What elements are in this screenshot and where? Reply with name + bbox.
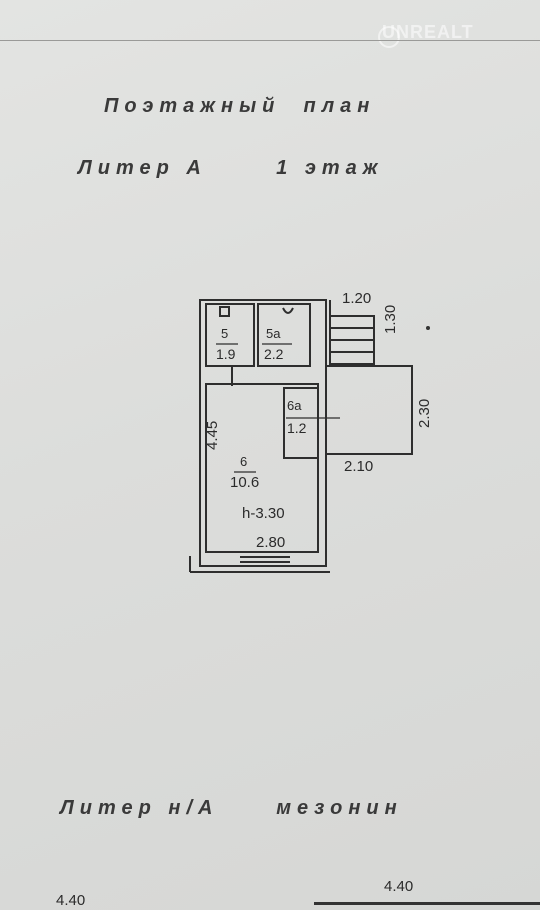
room-6a-number: 6а [287, 398, 302, 413]
dim-2-30: 2.30 [416, 398, 433, 428]
dim-2-80: 2.80 [256, 534, 286, 551]
sink-icon [282, 307, 294, 314]
room-6-number: 6 [240, 454, 248, 469]
dim-bottom-right: 4.40 [384, 878, 414, 895]
room-6-walls [205, 383, 319, 553]
dim-1-30: 1.30 [382, 304, 399, 334]
room-5a-number: 5а [266, 326, 281, 341]
toilet-icon [219, 306, 230, 317]
room-5-area: 1.9 [216, 346, 236, 362]
ceiling-height: h-3.30 [242, 505, 285, 522]
dim-1-20: 1.20 [342, 290, 372, 307]
room-6a-walls [283, 387, 319, 459]
room-6a-area: 1.2 [287, 420, 307, 436]
section-title-mezzanine: Литер н/А мезонин [60, 797, 403, 819]
room-5-number: 5 [221, 326, 229, 341]
room-6-area: 10.6 [230, 474, 260, 491]
room-5a-area: 2.2 [264, 346, 284, 362]
document-subtitle: Литер А 1 этаж [78, 157, 384, 179]
document-title: Поэтажный план [104, 95, 376, 117]
dot-mark [426, 326, 430, 330]
dim-2-10: 2.10 [344, 458, 374, 475]
dim-bottom-left: 4.40 [56, 892, 86, 909]
room-5a-walls [257, 303, 311, 367]
porch-outline [325, 365, 413, 455]
mezzanine-plan-edge [314, 902, 540, 905]
watermark-text: UNREALT [382, 22, 474, 42]
page-edge-divider [0, 40, 540, 41]
room-5-walls [205, 303, 255, 367]
dim-4-45: 4.45 [204, 420, 221, 450]
watermark-logo-icon [378, 26, 400, 48]
